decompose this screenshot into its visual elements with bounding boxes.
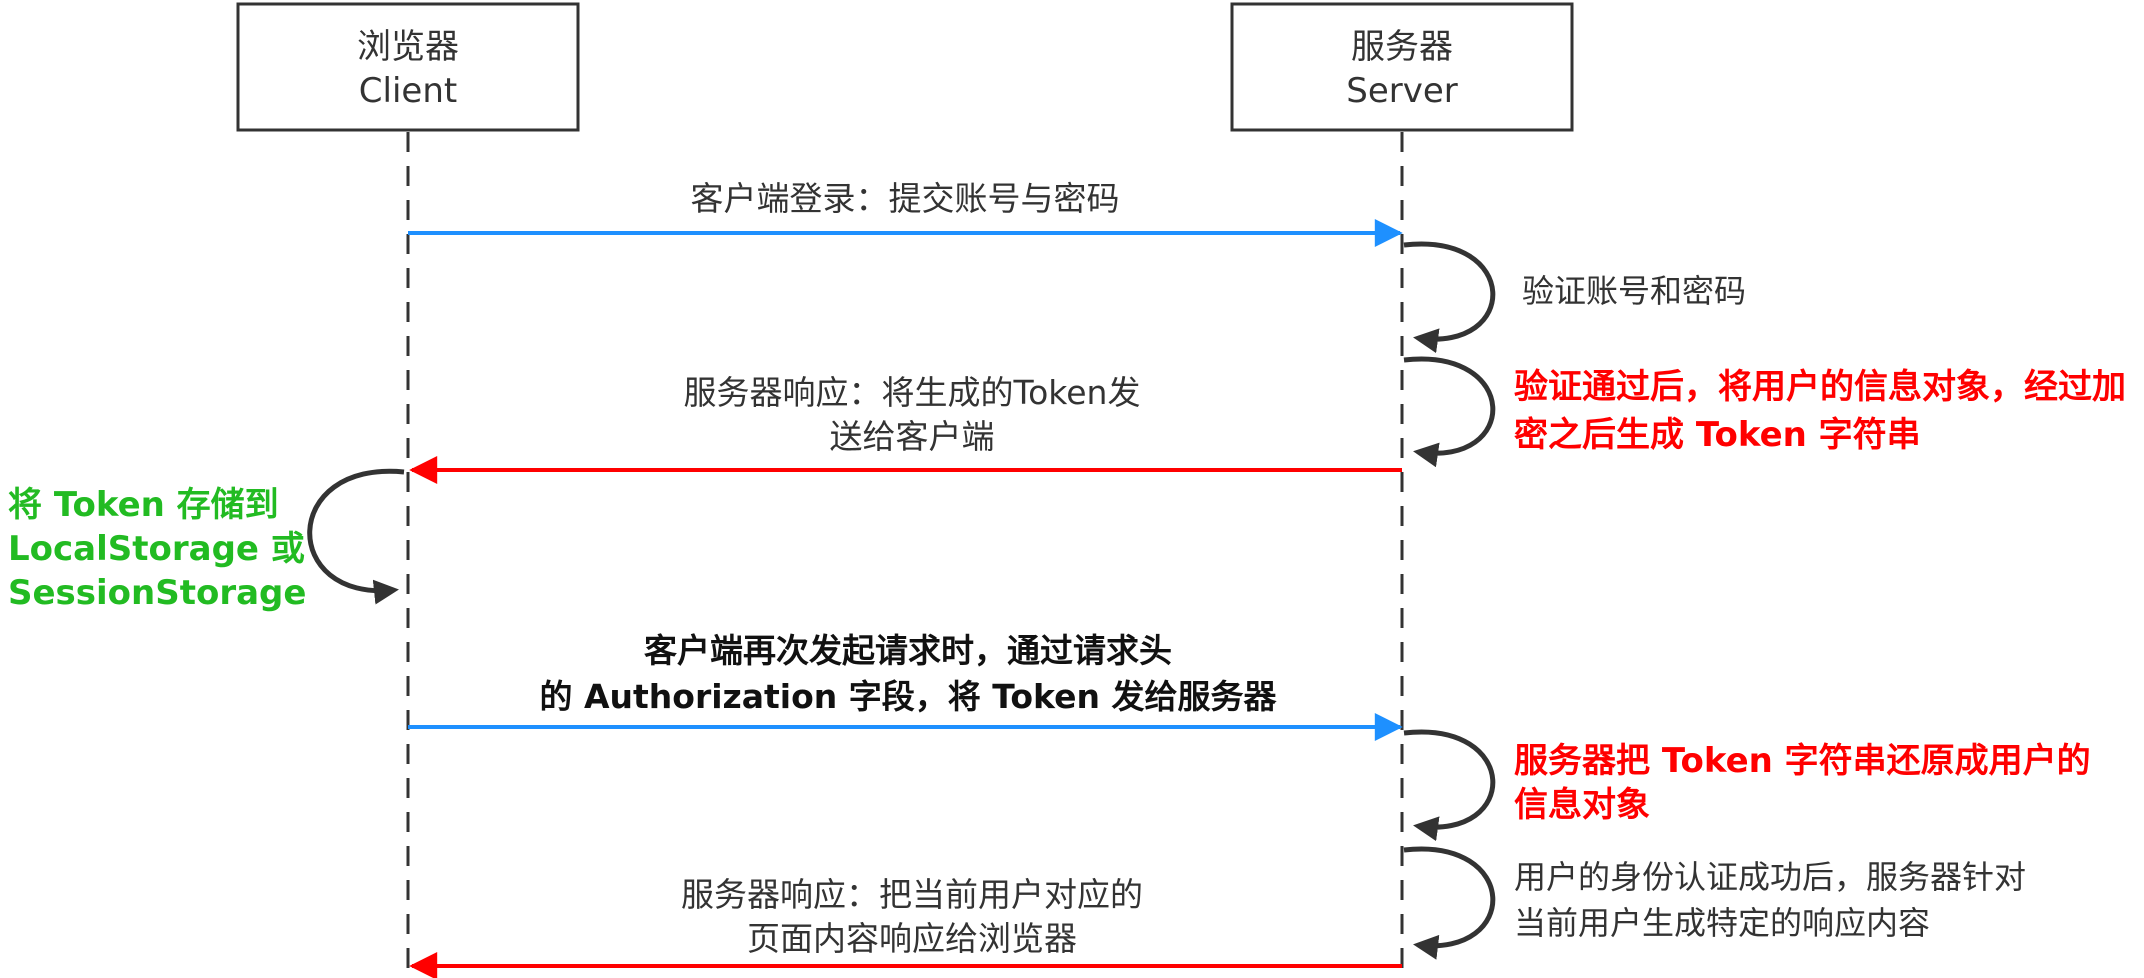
message-authorized-label-line-1: 客户端再次发起请求时，通过请求头 <box>644 631 1172 670</box>
message-token-label-line-2: 送给客户端 <box>830 417 995 456</box>
message-login-label: 客户端登录：提交账号与密码 <box>691 179 1120 218</box>
note-generate-line-1: 验证通过后，将用户的信息对象，经过加 <box>1514 367 2126 407</box>
message-login-request: 客户端登录：提交账号与密码 <box>408 179 1403 247</box>
server-actor-name: 服务器 <box>1351 27 1453 67</box>
note-store-line-2: LocalStorage 或 <box>8 529 305 569</box>
note-restore-line-2: 信息对象 <box>1514 785 1650 825</box>
message-page-response: 服务器响应：把当前用户对应的 页面内容响应给浏览器 <box>409 875 1402 978</box>
server-actor: 服务器 Server <box>1230 2 1574 132</box>
note-respond-line-1: 用户的身份认证成功后，服务器针对 <box>1514 858 2026 896</box>
server-loop-generate: 验证通过后，将用户的信息对象，经过加 密之后生成 Token 字符串 <box>1403 356 2126 468</box>
server-actor-box <box>1230 2 1574 132</box>
message-token-response: 服务器响应：将生成的Token发 送给客户端 <box>409 373 1402 484</box>
client-actor: 浏览器 Client <box>236 2 580 132</box>
note-store-line-3: SessionStorage <box>8 573 306 613</box>
note-generate-line-2: 密之后生成 Token 字符串 <box>1514 415 1921 455</box>
loop-store-arrow <box>307 468 405 605</box>
message-authorized-request: 客户端再次发起请求时，通过请求头 的 Authorization 字段，将 To… <box>408 631 1403 741</box>
message-token-label-line-1: 服务器响应：将生成的Token发 <box>684 373 1141 412</box>
client-loop-store: 将 Token 存储到 LocalStorage 或 SessionStorag… <box>8 468 405 613</box>
client-actor-name: 浏览器 <box>357 27 459 67</box>
server-actor-subtitle: Server <box>1346 71 1458 111</box>
client-actor-subtitle: Client <box>359 71 457 111</box>
server-loop-restore: 服务器把 Token 字符串还原成用户的 信息对象 <box>1403 729 2091 842</box>
loop-respond-arrow <box>1403 846 1496 960</box>
note-store-line-1: 将 Token 存储到 <box>8 485 279 525</box>
loop-generate-arrow <box>1403 356 1496 468</box>
message-page-label-line-2: 页面内容响应给浏览器 <box>747 919 1077 958</box>
client-actor-box <box>236 2 580 132</box>
message-page-label-line-1: 服务器响应：把当前用户对应的 <box>681 875 1143 914</box>
server-loop-respond: 用户的身份认证成功后，服务器针对 当前用户生成特定的响应内容 <box>1403 846 2026 960</box>
note-verify-line-1: 验证账号和密码 <box>1522 272 1746 310</box>
note-restore-line-1: 服务器把 Token 字符串还原成用户的 <box>1514 741 2091 781</box>
message-authorized-label-line-2: 的 Authorization 字段，将 Token 发给服务器 <box>540 677 1278 716</box>
server-loop-verify: 验证账号和密码 <box>1403 241 1746 354</box>
loop-verify-arrow <box>1403 241 1496 354</box>
loop-restore-arrow <box>1403 729 1496 842</box>
note-respond-line-2: 当前用户生成特定的响应内容 <box>1514 904 1930 942</box>
